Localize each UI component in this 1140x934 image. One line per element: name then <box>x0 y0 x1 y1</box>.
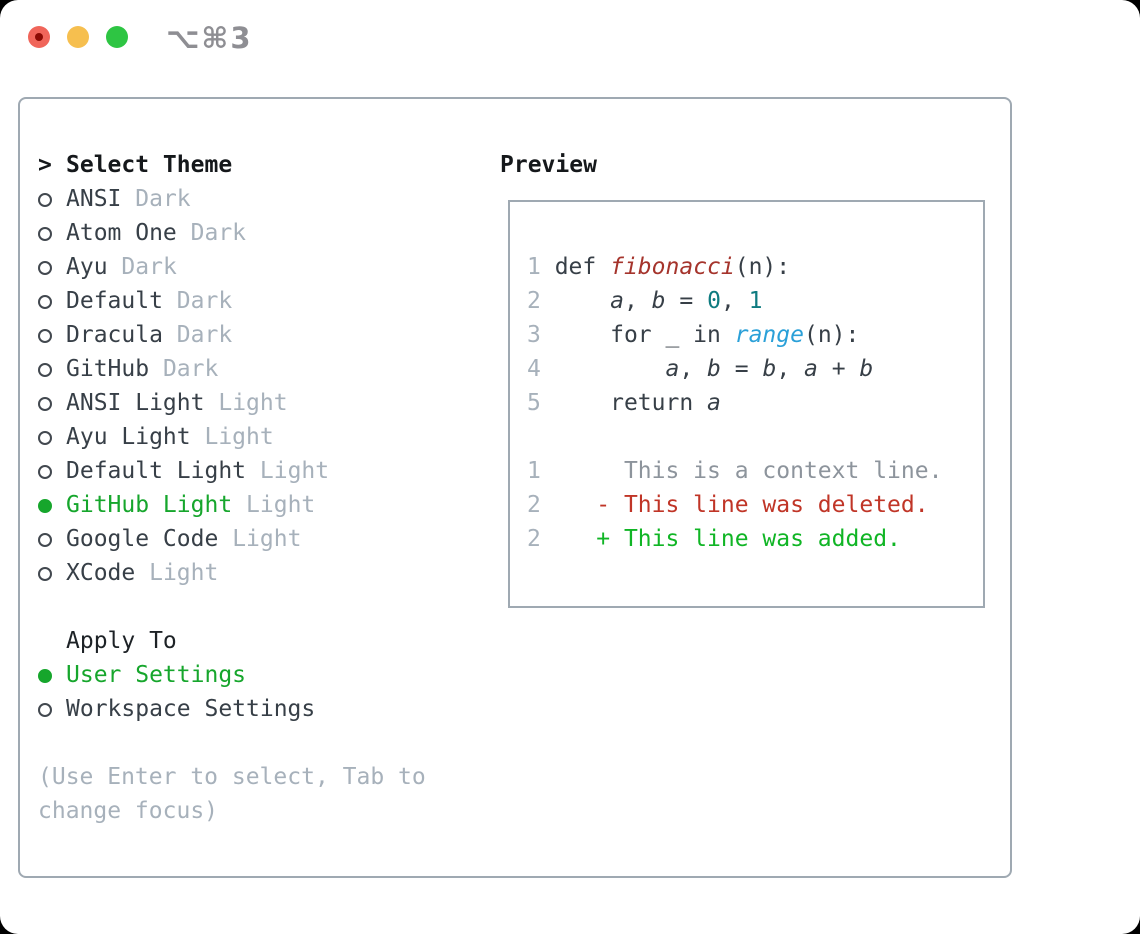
radio-unselected-icon <box>38 703 52 717</box>
preview-box: 1 def fibonacci(n): 2 a, b = 0, 1 3 for _ … <box>508 200 985 608</box>
window-shortcut-label: ⌥⌘3 <box>166 21 253 55</box>
theme-option[interactable]: Atom One Dark <box>38 216 426 250</box>
line-number: 4 <box>527 356 541 382</box>
line-number: 1 <box>527 458 541 484</box>
close-button[interactable] <box>28 26 50 48</box>
option-label: Atom One <box>66 220 177 246</box>
option-variant-label: Light <box>204 424 274 450</box>
option-label: Google Code <box>66 526 219 552</box>
hint-line: change focus) <box>38 798 219 824</box>
radio-selected-icon <box>38 669 52 683</box>
radio-unselected-icon <box>38 363 52 377</box>
option-variant-label: Light <box>232 526 302 552</box>
line-number: 5 <box>527 390 541 416</box>
theme-option[interactable]: Google Code Light <box>38 522 426 556</box>
option-label: Workspace Settings <box>66 696 316 722</box>
radio-unselected-icon <box>38 533 52 547</box>
option-label: Default Light <box>66 458 247 484</box>
option-label: GitHub <box>66 356 150 382</box>
code-line: 4 a, b = b, a + b <box>527 356 874 382</box>
option-variant-label: Light <box>246 492 316 518</box>
option-variant-label: Dark <box>162 356 219 382</box>
radio-unselected-icon <box>38 329 52 343</box>
select-theme-title: Select Theme <box>66 152 233 178</box>
theme-option[interactable]: GitHub Light Light <box>38 488 426 522</box>
apply-to-header: Apply To <box>38 624 426 658</box>
code-preview: 1 def fibonacci(n): 2 a, b = 0, 1 3 for _ … <box>527 250 983 556</box>
apply-to-title: Apply To <box>66 628 177 654</box>
code-line: 1 This is a context line. <box>527 458 943 484</box>
option-variant-label: Light <box>259 458 330 484</box>
option-label: Ayu Light <box>66 424 191 450</box>
traffic-lights <box>28 26 128 48</box>
theme-option[interactable]: Ayu Light Light <box>38 420 426 454</box>
code-line: 2 a, b = 0, 1 <box>527 288 763 314</box>
theme-option[interactable]: ANSI Light Light <box>38 386 426 420</box>
radio-unselected-icon <box>38 465 52 479</box>
minimize-button[interactable] <box>67 26 89 48</box>
code-line: 1 def fibonacci(n): <box>527 254 791 280</box>
option-label: GitHub Light <box>66 492 233 518</box>
selection-chevron-icon: > <box>38 152 52 178</box>
option-variant-label: Light <box>218 390 288 416</box>
radio-unselected-icon <box>38 431 52 445</box>
apply-to-option[interactable]: Workspace Settings <box>38 692 426 726</box>
spacer <box>38 726 426 760</box>
code-line: 5 return a <box>527 390 721 416</box>
theme-option[interactable]: Ayu Dark <box>38 250 426 284</box>
radio-unselected-icon <box>38 261 52 275</box>
code-line: 2 - This line was deleted. <box>527 492 929 518</box>
preview-pane: Preview 1 def fibonacci(n): 2 a, b = 0, 1… <box>500 148 985 608</box>
select-theme-header: > Select Theme <box>38 148 426 182</box>
code-line <box>527 420 983 454</box>
code-line: 2 + This line was added. <box>527 526 901 552</box>
option-variant-label: Dark <box>190 220 247 246</box>
option-label: ANSI Light <box>66 390 205 416</box>
unsaved-dot-icon <box>35 33 43 41</box>
line-number: 1 <box>527 254 541 280</box>
option-label: Dracula <box>66 322 163 348</box>
line-number: 2 <box>527 288 541 314</box>
theme-option[interactable]: Default Light Light <box>38 454 426 488</box>
line-number: 3 <box>527 322 541 348</box>
code-line: 3 for _ in range(n): <box>527 322 860 348</box>
hint-text: (Use Enter to select, Tab to change focus… <box>38 760 426 828</box>
theme-option[interactable]: ANSI Dark <box>38 182 426 216</box>
radio-unselected-icon <box>38 295 52 309</box>
option-variant-label: Dark <box>176 322 233 348</box>
option-label: Ayu <box>66 254 108 280</box>
radio-unselected-icon <box>38 227 52 241</box>
hint-line: (Use Enter to select, Tab to <box>38 764 426 790</box>
radio-selected-icon <box>38 499 52 513</box>
preview-header: Preview <box>500 152 597 178</box>
theme-option[interactable]: XCode Light <box>38 556 426 590</box>
option-variant-label: Dark <box>135 186 191 212</box>
spacer <box>38 590 426 624</box>
option-label: XCode <box>66 560 136 586</box>
line-number: 2 <box>527 492 541 518</box>
apply-to-option[interactable]: User Settings <box>38 658 426 692</box>
line-number: 2 <box>527 526 541 552</box>
option-label: ANSI <box>66 186 122 212</box>
theme-option[interactable]: Default Dark <box>38 284 426 318</box>
titlebar: ⌥⌘3 <box>0 0 1140 75</box>
radio-unselected-icon <box>38 567 52 581</box>
option-variant-label: Dark <box>121 254 177 280</box>
option-variant-label: Light <box>149 560 219 586</box>
radio-unselected-icon <box>38 193 52 207</box>
option-label: User Settings <box>66 662 247 688</box>
theme-option[interactable]: GitHub Dark <box>38 352 426 386</box>
theme-option[interactable]: Dracula Dark <box>38 318 426 352</box>
option-label: Default <box>66 288 163 314</box>
radio-unselected-icon <box>38 397 52 411</box>
option-variant-label: Dark <box>176 288 233 314</box>
zoom-button[interactable] <box>106 26 128 48</box>
